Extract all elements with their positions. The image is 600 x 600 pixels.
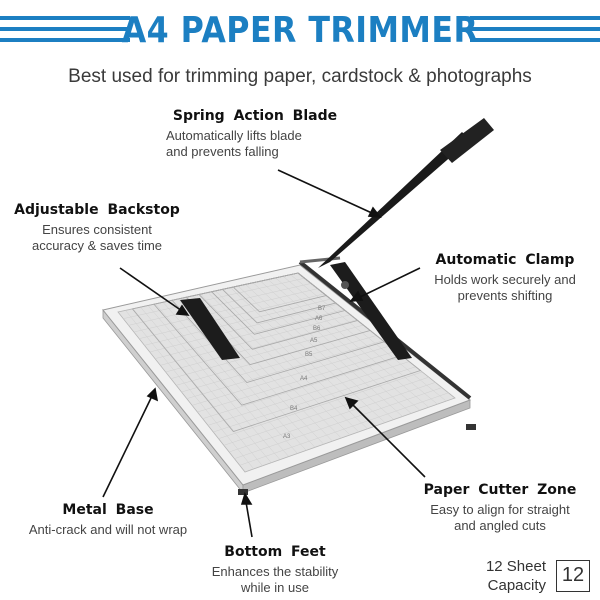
callout-adjustable-backstop: Adjustable Backstop Ensures consistent a…	[12, 202, 182, 254]
callout-paper-cutter-zone: Paper Cutter Zone Easy to align for stra…	[410, 482, 590, 534]
arrowhead	[344, 396, 359, 410]
arrowhead	[175, 304, 190, 316]
stripe	[470, 27, 600, 31]
marking-b6: B6	[313, 326, 321, 332]
grid-line	[234, 387, 442, 459]
arrow-bottom-feet	[245, 501, 253, 538]
header-stripes-left	[0, 16, 130, 49]
callout-description: Enhances the stability while in use	[211, 564, 339, 595]
arrowhead	[240, 492, 253, 505]
capacity-label: 12 Sheet Capacity	[485, 558, 546, 594]
callout-heading: Automatic Clamp	[435, 252, 575, 268]
callout-description: Holds work securely and prevents shiftin…	[434, 272, 576, 303]
grid-line	[267, 279, 421, 411]
callout-heading: Spring Action Blade	[172, 108, 338, 124]
stripe	[470, 16, 600, 20]
grid-line	[290, 274, 447, 402]
callout-description: Automatically lifts blade and prevents f…	[166, 128, 302, 159]
grid-line	[282, 276, 438, 405]
capacity-value-box: 12	[556, 560, 590, 592]
blade-bracket	[299, 256, 341, 264]
callout-heading: Paper Cutter Zone	[423, 482, 577, 498]
grid-lines	[123, 274, 449, 470]
arrow-backstop	[119, 267, 183, 312]
marking-a3: A3	[283, 434, 291, 440]
paper-size-guides	[131, 272, 422, 432]
page-title: A4 PAPER TRIMMER	[121, 10, 479, 51]
stripe	[0, 27, 130, 31]
callout-automatic-clamp: Automatic Clamp Holds work securely and …	[420, 252, 590, 304]
callout-description: Ensures consistent accuracy & saves time	[31, 222, 163, 253]
arrow-clamp	[357, 267, 421, 299]
callout-spring-action-blade: Spring Action Blade Automatically lifts …	[150, 108, 360, 160]
callout-heading: Bottom Feet	[224, 544, 326, 560]
header-stripes-right	[470, 16, 600, 49]
arrowhead	[349, 290, 364, 302]
bottom-foot	[466, 424, 476, 430]
marking-b7: B7	[318, 306, 326, 312]
blade-handle	[440, 118, 494, 163]
arrow-metal-base	[102, 395, 153, 498]
callout-description: Easy to align for straight and angled cu…	[430, 502, 570, 533]
page-subtitle: Best used for trimming paper, cardstock …	[68, 66, 532, 87]
callout-metal-base: Metal Base Anti-crack and will not wrap	[8, 502, 208, 538]
spring-action-blade	[318, 132, 470, 268]
callout-bottom-feet: Bottom Feet Enhances the stability while…	[190, 544, 360, 596]
arrow-cutter-zone	[351, 403, 426, 478]
grid-line	[229, 382, 436, 453]
bottom-foot	[238, 489, 248, 495]
marking-b4: B4	[290, 406, 298, 412]
arrowhead	[146, 387, 159, 402]
marking-b5: B5	[305, 352, 313, 358]
marking-a5: A5	[310, 338, 318, 344]
marking-a6: A6	[315, 316, 323, 322]
arrowhead	[367, 206, 382, 218]
blade-pivot	[341, 281, 349, 289]
grid-line	[239, 392, 449, 466]
size-guide-rect	[232, 272, 328, 313]
marking-a4: A4	[300, 376, 308, 382]
grid-line	[275, 277, 429, 408]
automatic-clamp	[330, 262, 412, 360]
callout-heading: Metal Base	[62, 502, 154, 518]
stripe	[470, 38, 600, 42]
callout-description: Anti-crack and will not wrap	[28, 522, 188, 537]
callout-heading: Adjustable Backstop	[14, 202, 180, 218]
stripe	[0, 16, 130, 20]
stripe	[0, 38, 130, 42]
arrow-spring-blade	[277, 169, 375, 215]
adjustable-backstop	[180, 298, 240, 360]
